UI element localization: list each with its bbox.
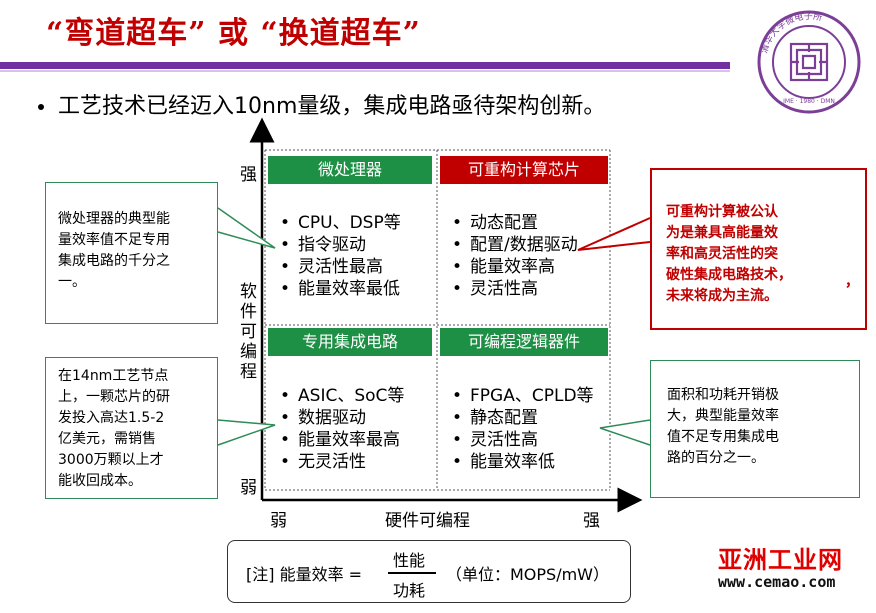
quadrant-list-microprocessor: CPU、DSP等 指令驱动 灵活性最高 能量效率最低 [280,212,401,300]
list-item: 无灵活性 [280,451,404,473]
callout-microprocessor: 微处理器的典型能 量效率值不足专用 集成电路的千分之 一。 [45,182,218,324]
quadrant-title-reconfigurable: 可重构计算芯片 [440,156,608,184]
list-item: 灵活性高 [452,278,578,300]
note-unit: （单位：MOPS/mW） [446,565,610,584]
callout-asic-cost: 在14nm工艺节点 上，一颗芯片的研 发投入高达1.5-2 亿美元，需销售 30… [45,357,218,499]
title-rule-light [0,70,730,72]
y-axis-title-char-2: 件 [240,302,257,322]
callout-pointer-top-left [217,207,276,249]
main-bullet-text: 工艺技术已经迈入10nm量级，集成电路亟待架构创新。 [58,94,606,119]
list-item: 静态配置 [452,407,594,429]
list-item: 配置/数据驱动 [452,234,578,256]
energy-efficiency-note: [注] 能量效率 = 性能 功耗 （单位：MOPS/mW） [227,540,631,603]
list-item: CPU、DSP等 [280,212,401,234]
list-item: 指令驱动 [280,234,401,256]
callout-pld-overhead: 面积和功耗开销极 大，典型能量效率 值不足专用集成电 路的百分之一。 [650,360,860,498]
callout-pointer-bottom-right [599,419,651,446]
x-axis-strong-label: 强 [583,511,600,531]
quadrant-title-microprocessor: 微处理器 [268,156,432,184]
list-item: 能量效率最低 [280,278,401,300]
list-item: 能量效率最高 [280,429,404,451]
y-axis-title-char-3: 可 [240,322,257,342]
y-axis-title-char-5: 程 [240,362,257,382]
slide-title: “弯道超车” 或 “换道超车” [46,16,421,51]
note-prefix: [注] 能量效率 = [246,565,363,584]
list-item: ASIC、SoC等 [280,385,404,407]
note-denominator: 功耗 [393,581,426,600]
list-item: FPGA、CPLD等 [452,385,594,407]
x-axis-title: 硬件可编程 [385,511,470,531]
callout-pointer-top-right [577,217,651,251]
quadrant-list-reconfigurable: 动态配置 配置/数据驱动 能量效率高 灵活性高 [452,212,578,300]
title-rule [0,62,730,69]
callout-pointer-bottom-left [217,419,276,446]
quadrant-list-asic: ASIC、SoC等 数据驱动 能量效率最高 无灵活性 [280,385,404,473]
university-seal-logo: 清华大学微电子所 IME · 1980 · DMN [757,10,861,114]
y-axis-strong-label: 强 [240,165,257,185]
note-numerator: 性能 [393,551,426,570]
y-axis-title-char-4: 编 [240,342,257,362]
list-item: 灵活性最高 [280,256,401,278]
x-axis-weak-label: 弱 [270,511,287,531]
list-item: 动态配置 [452,212,578,234]
quadrant-list-pld: FPGA、CPLD等 静态配置 灵活性高 能量效率低 [452,385,594,473]
list-item: 灵活性高 [452,429,594,451]
quadrant-title-pld: 可编程逻辑器件 [440,328,608,356]
y-axis-weak-label: 弱 [240,478,257,498]
list-item: 能量效率高 [452,256,578,278]
fraction-bar [388,572,436,574]
list-item: 数据驱动 [280,407,404,429]
watermark-brand: 亚洲工业网 [718,546,843,574]
seal-year-text: IME · 1980 · DMN [783,98,835,105]
list-item: 能量效率低 [452,451,594,473]
bullet-dot-icon [38,104,44,110]
callout-reconfigurable-highlight: 可重构计算被公认 为是兼具高能量效 率和高灵活性的突 破性集成电路技术， 未来将… [650,168,867,330]
watermark-url: www.cemao.com [718,573,836,591]
y-axis-title-char-1: 软 [240,282,257,302]
quadrant-title-asic: 专用集成电路 [268,328,432,356]
main-bullet: 工艺技术已经迈入10nm量级，集成电路亟待架构创新。 [38,88,605,120]
